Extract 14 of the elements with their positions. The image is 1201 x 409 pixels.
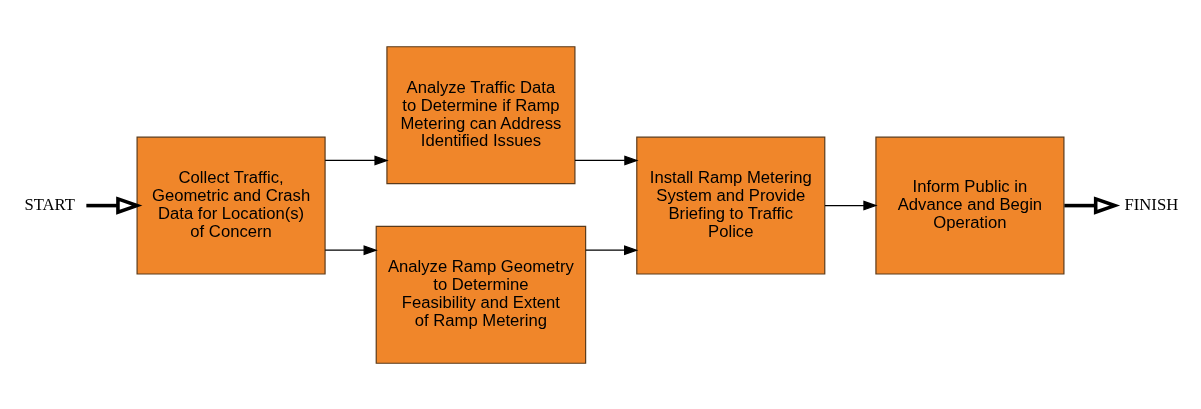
node-text: START <box>24 194 75 214</box>
node-box: Analyze Traffic Data to Determine if Ramp Metering can Address Identified Issues <box>386 45 576 184</box>
node-box: Collect Traffic, Geometric and Crash Data for Location(s) of Concern <box>136 136 326 275</box>
arrow <box>86 195 143 215</box>
arrow <box>324 244 378 255</box>
node-text: FINISH <box>1124 194 1179 214</box>
arrow <box>585 244 639 255</box>
arrow <box>824 200 878 211</box>
node-box: Analyze Ramp Geometry to Determine Feasibility and Extent of Ramp Metering <box>375 225 587 364</box>
node-box: Inform Public in Advance and Begin Operation <box>875 136 1065 275</box>
arrow <box>324 154 389 165</box>
arrow <box>1064 195 1121 215</box>
arrow <box>574 154 639 165</box>
node-box: Install Ramp Metering System and Provide Briefing to Traffic Police <box>636 136 826 275</box>
